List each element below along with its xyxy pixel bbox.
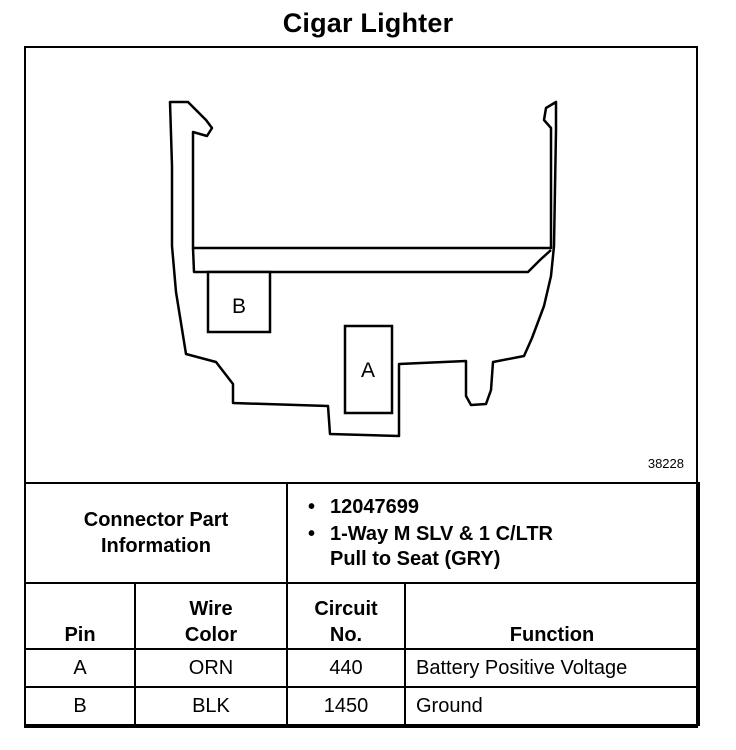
header-wire-color: Wire Color — [134, 582, 288, 650]
cell-pin: A — [24, 648, 136, 688]
connector-info-label: Connector Part Information — [24, 482, 288, 584]
header-circuit-no: Circuit No. — [286, 582, 406, 650]
connector-outline: B A — [168, 100, 558, 438]
connector-table: Connector Part Information • 12047699 • … — [24, 482, 701, 726]
pin-a-cavity — [343, 324, 394, 415]
cell-wire-color: ORN — [134, 648, 288, 688]
list-item: • 1-Way M SLV & 1 C/LTR Pull to Seat (GR… — [308, 522, 553, 570]
table-row: A ORN 440 Battery Positive Voltage — [24, 648, 701, 688]
table-row: B BLK 1450 Ground — [24, 686, 701, 726]
cell-function: Battery Positive Voltage — [403, 648, 701, 688]
connector-diagram: B A 38228 — [24, 46, 698, 482]
connector-info-list: • 12047699 • 1-Way M SLV & 1 C/LTR Pull … — [285, 482, 701, 584]
connector-info-row: Connector Part Information • 12047699 • … — [24, 482, 701, 584]
pin-b-label: B — [232, 295, 246, 318]
list-item: • 12047699 — [308, 495, 419, 518]
pin-a-label: A — [361, 359, 375, 382]
cell-function: Ground — [403, 686, 701, 726]
table-header-row: Pin Wire Color Circuit No. Function — [24, 582, 701, 650]
bullet-icon: • — [308, 495, 316, 518]
connector-body — [168, 100, 558, 438]
cell-pin: B — [24, 686, 136, 726]
pin-b-cavity — [206, 270, 272, 334]
header-pin: Pin — [24, 582, 136, 650]
page-title: Cigar Lighter — [282, 8, 454, 38]
figure-id: 38228 — [647, 456, 684, 471]
cell-circuit: 1450 — [286, 686, 406, 726]
cell-circuit: 440 — [286, 648, 406, 688]
header-function: Function — [403, 582, 701, 650]
bullet-icon: • — [308, 522, 316, 545]
cell-wire-color: BLK — [134, 686, 288, 726]
diagram-frame — [24, 46, 698, 728]
